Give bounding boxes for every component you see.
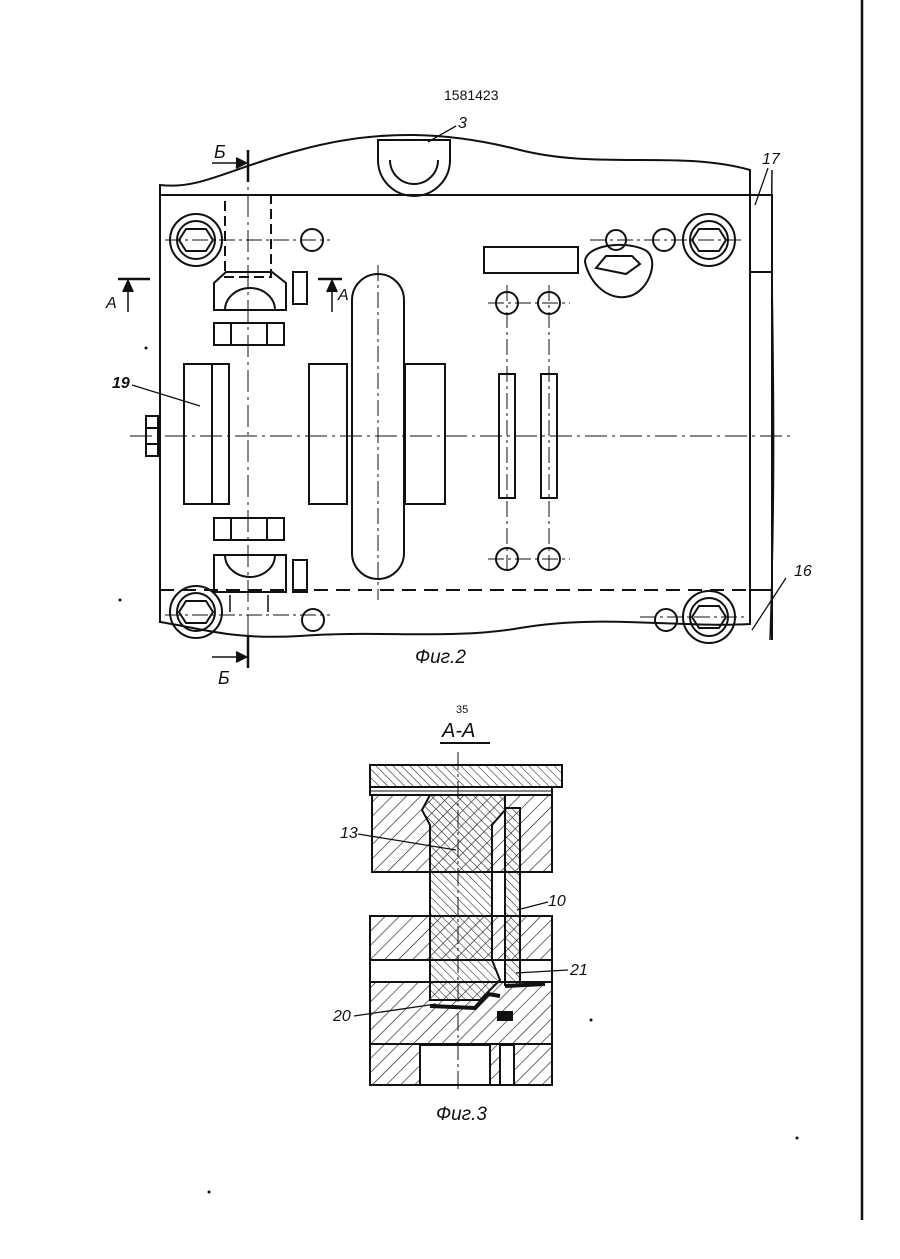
label-part-17: 17 [762,151,781,168]
hole [302,609,324,631]
section-mark-b-bottom: Б [218,668,230,688]
label-part-10: 10 [548,893,566,910]
punch-13 [422,795,505,1000]
label-part-20: 20 [332,1008,351,1025]
label-part-21: 21 [569,962,588,979]
bolt-bottom-left [170,586,222,638]
section-mark-a-right: A [337,287,349,304]
page-mark: 35 [456,704,468,716]
top-plate [370,765,562,787]
label-part-13: 13 [340,825,358,842]
section-mark-b-top: Б [214,142,226,162]
part-19-block [184,364,229,504]
label-part-19: 19 [112,375,130,392]
figure-2-caption: Фиг.2 [415,647,466,668]
label-part-3: 3 [458,115,467,132]
hole [655,609,677,631]
label-part-16: 16 [794,563,812,580]
figure-3-caption: Фиг.3 [436,1104,487,1125]
figure-2 [118,135,790,668]
strip-21 [505,984,545,986]
section-mark-a-left: A [105,295,117,312]
patent-number: 1581423 [444,87,499,103]
cam [585,245,652,297]
figure-3 [370,752,562,1092]
top-bar [484,247,578,273]
section-title-a-a: A-A [441,720,475,742]
side-strip [750,195,772,640]
part-3-boss [378,140,450,196]
sleeve-10 [505,808,520,985]
